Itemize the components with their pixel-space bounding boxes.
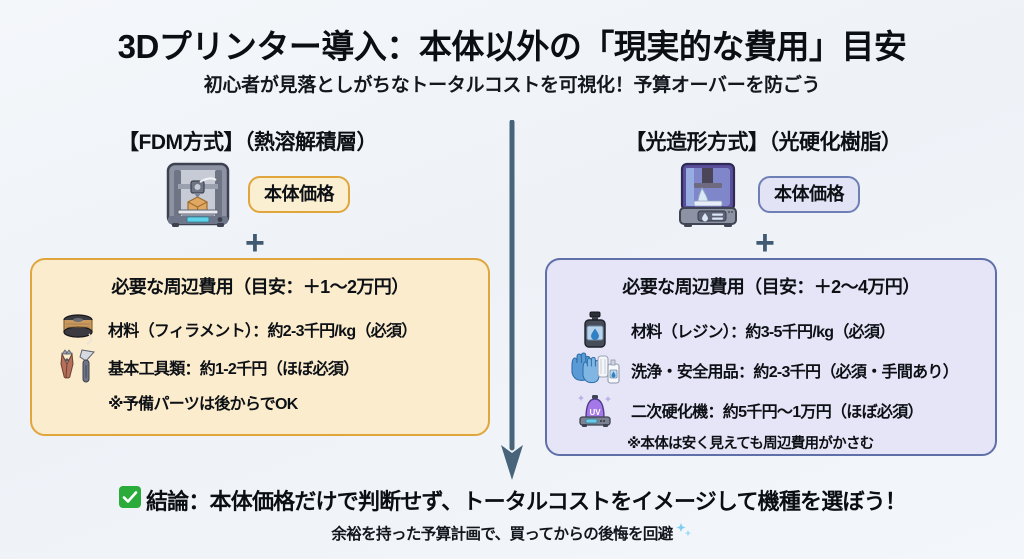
cost-panel-title-resin: 必要な周辺費用（目安：＋2〜4万円）: [622, 277, 920, 297]
filament-spool-icon: [58, 312, 98, 346]
body-price-badge-fdm: 本体価格: [248, 175, 350, 213]
cost-panel-fdm: 必要な周辺費用（目安：＋1〜2万円） 材料（フィラメント）：約2-3千円/kg（…: [30, 258, 490, 436]
page-title: 3Dプリンター導入：本体以外の「現実的な費用」目安: [117, 28, 907, 65]
cost-item-list-fdm: 材料（フィラメント）：約2-3千円/kg（必須） 基本工具類：約1: [32, 310, 488, 414]
list-item-label: 材料（レジン）：約3-5千円/kg（必須）: [631, 324, 895, 341]
white-check-mark-icon: [118, 485, 142, 515]
list-item: 材料（フィラメント）：約2-3千円/kg（必須）: [32, 310, 488, 348]
list-item: 材料（レジン）：約3-5千円/kg（必須）: [547, 310, 995, 350]
cost-panel-note-resin: ※本体は安く見えても周辺費用がかさむ: [627, 436, 874, 452]
printer-row-resin: 本体価格: [672, 158, 860, 230]
column-heading-resin: 【光造形方式】（光硬化樹脂）: [625, 131, 902, 154]
down-arrow-icon: [500, 120, 524, 482]
column-heading-fdm: 【FDM方式】（熱溶解積層）: [118, 131, 378, 154]
body-price-badge-resin: 本体価格: [758, 175, 860, 213]
gloves-cleaning-icon: [569, 352, 621, 388]
cost-panel-title-fdm: 必要な周辺費用（目安：＋1〜2万円）: [111, 277, 409, 297]
conclusion-line: 結論：本体価格だけで判断せず、トータルコストをイメージして機種を選ぼう！: [0, 484, 1024, 516]
cost-panel-note-fdm: ※予備パーツは後からでOK: [108, 396, 298, 413]
svg-text:UV: UV: [589, 408, 601, 417]
list-item: 基本工具類：約1-2千円（ほぼ必須）: [32, 348, 488, 386]
resin-printer-icon: [672, 158, 744, 230]
cost-panel-resin: 必要な周辺費用（目安：＋2〜4万円） 材料（レジン）：約3-5千円/kg（必須）: [545, 258, 997, 456]
plus-symbol-fdm: +: [245, 224, 265, 262]
printer-row-fdm: 本体価格: [162, 158, 350, 230]
list-item-label: 二次硬化機：約5千円〜1万円（ほぼ必須）: [631, 404, 924, 421]
hand-tools-icon: [58, 348, 98, 386]
cost-item-list-resin: 材料（レジン）：約3-5千円/kg（必須）: [547, 310, 995, 453]
uv-curing-machine-icon: UV: [569, 392, 621, 428]
conclusion-subtext: 余裕を持った予算計画で、買ってからの後悔を回避: [331, 525, 673, 543]
list-item-label: 洗浄・安全用品：約2-3千円（必須・手間あり）: [631, 364, 959, 381]
fdm-printer-icon: [162, 158, 234, 230]
list-item: 洗浄・安全用品：約2-3千円（必須・手間あり）: [547, 350, 995, 390]
sparkles-icon: [675, 521, 693, 544]
page-subtitle: 初心者が見落としがちなトータルコストを可視化！予算オーバーを防ごう: [203, 75, 821, 96]
resin-bottle-icon: [569, 311, 621, 349]
list-item-label: 材料（フィラメント）：約2-3千円/kg（必須）: [108, 323, 417, 340]
list-item: UV 二次硬化機：約5千円〜1万円（ほぼ必須）: [547, 390, 995, 430]
conclusion-subline: 余裕を持った予算計画で、買ってからの後悔を回避: [0, 521, 1024, 544]
list-item-label: 基本工具類：約1-2千円（ほぼ必須）: [108, 361, 359, 378]
plus-symbol-resin: +: [755, 224, 775, 262]
conclusion-text: 結論：本体価格だけで判断せず、トータルコストをイメージして機種を選ぼう！: [145, 489, 907, 514]
